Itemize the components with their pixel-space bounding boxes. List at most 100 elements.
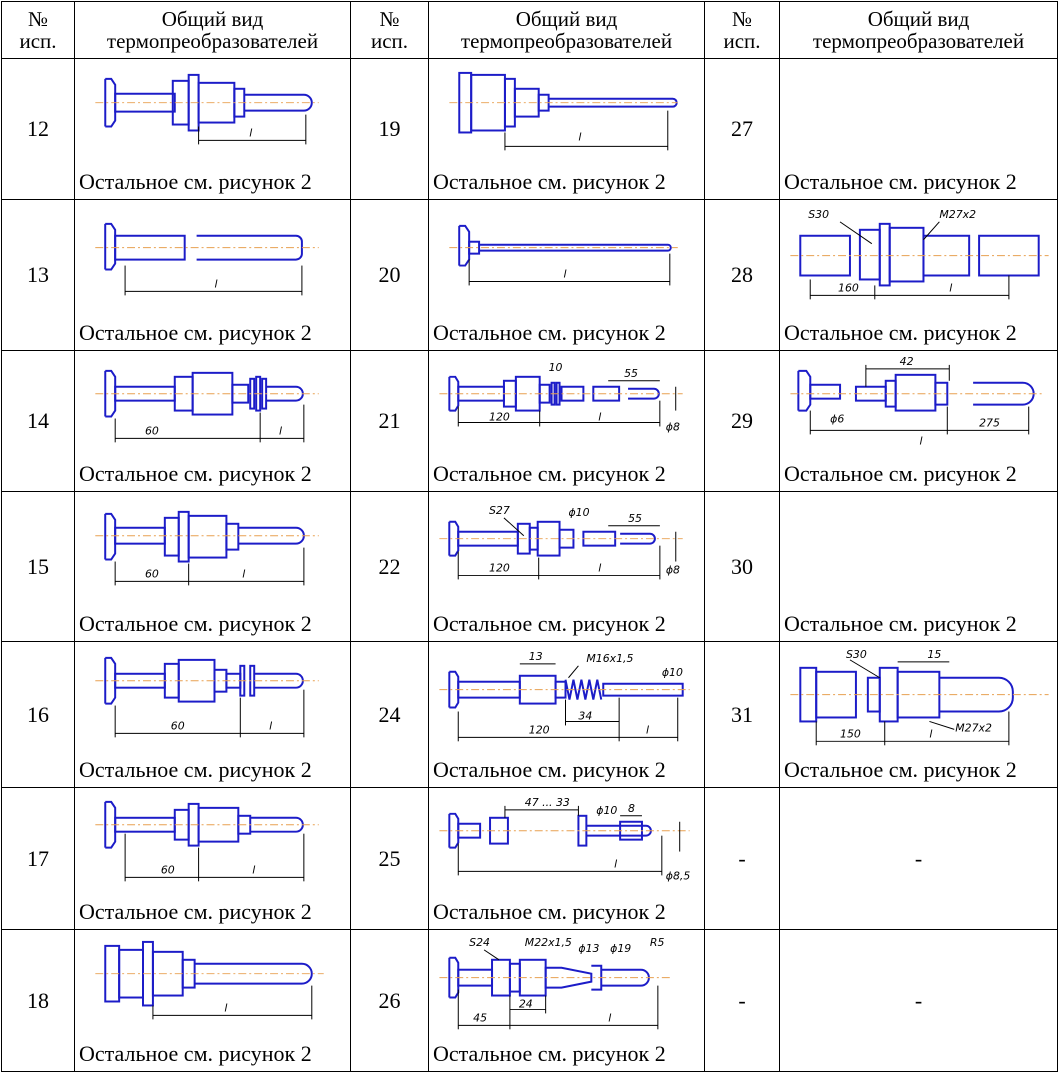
version-number: 18	[1, 929, 75, 1072]
version-number: -	[704, 787, 780, 930]
drawing-cell: 60 l Остальное см. рисунок 2	[74, 641, 351, 788]
sensor-drawing-13: l	[95, 222, 319, 296]
table-row: 14 60	[1, 350, 1058, 492]
caption: Остальное см. рисунок 2	[433, 611, 666, 636]
header-row: № исп. Общий вид термопреобразователей №…	[1, 1, 1058, 59]
version-number: 31	[704, 641, 780, 788]
caption: Остальное см. рисунок 2	[79, 320, 312, 345]
svg-text:ϕ10: ϕ10	[662, 666, 683, 679]
sensor-drawing-21: 120 l 10 55 ϕ8	[439, 361, 683, 433]
svg-text:l: l	[249, 126, 252, 139]
version-number: 19	[350, 58, 429, 200]
svg-text:10: 10	[549, 361, 563, 374]
sensor-drawing-17: 60 l	[95, 800, 319, 882]
svg-text:l: l	[242, 567, 245, 580]
drawing-cell: 13 M16x1,5 ϕ10 34 120 l Остальное см. ри…	[428, 641, 705, 788]
sensor-drawing-26: S24 M22x1,5 ϕ13 ϕ19 R5 24 45 l	[439, 936, 673, 1030]
svg-text:34: 34	[578, 709, 592, 722]
drawing-cell: l Остальное см. рисунок 2	[74, 199, 351, 351]
svg-text:l: l	[214, 277, 217, 290]
version-number: 20	[350, 199, 429, 351]
svg-text:160: 160	[838, 281, 859, 294]
drawing-cell: l Остальное см. рисунок 2	[428, 199, 705, 351]
caption: Остальное см. рисунок 2	[433, 320, 666, 345]
svg-text:l: l	[608, 1011, 611, 1024]
svg-text:l: l	[646, 723, 649, 736]
sensor-drawing-12: l	[95, 73, 319, 145]
svg-text:M16x1,5: M16x1,5	[586, 652, 633, 665]
svg-text:l: l	[269, 719, 272, 732]
table-row: 18 l Остальное см. рисунок 2 26	[1, 929, 1058, 1072]
svg-text:l: l	[614, 857, 617, 870]
caption: Остальное см. рисунок 2	[79, 899, 312, 924]
svg-text:150: 150	[840, 727, 861, 740]
caption: Остальное см. рисунок 2	[433, 169, 666, 194]
drawing-cell: S27 ϕ10 55 120 l ϕ8 Остальное см. рисуно…	[428, 491, 705, 642]
drawing-cell: 42 ϕ6 l 275 Остальное см. рисунок 2	[779, 350, 1058, 492]
view-header: Общий вид термопреобразователей	[428, 1, 705, 59]
drawing-cell: 60 l Остальное см. рисунок 2	[74, 787, 351, 930]
svg-text:l: l	[598, 561, 601, 574]
num-header: № исп.	[704, 1, 780, 59]
drawing-cell: S30 15 M27x2 150 l Остальное см. рисунок…	[779, 641, 1058, 788]
version-number: 27	[704, 58, 780, 200]
drawing-cell: l Остальное см. рисунок 2	[74, 58, 351, 200]
caption: Остальное см. рисунок 2	[79, 757, 312, 782]
sensor-drawing-14: 60 l	[95, 369, 319, 443]
version-number: 12	[1, 58, 75, 200]
svg-text:60: 60	[161, 863, 175, 876]
svg-text:120: 120	[489, 561, 510, 574]
view-header: Общий вид термопреобразователей	[74, 1, 351, 59]
sensor-drawing-18: l	[95, 940, 324, 1020]
svg-text:45: 45	[473, 1011, 487, 1024]
svg-text:l: l	[598, 411, 601, 424]
caption: Остальное см. рисунок 2	[79, 1041, 312, 1066]
svg-text:ϕ6: ϕ6	[830, 412, 844, 425]
svg-text:ϕ10: ϕ10	[596, 804, 617, 817]
table-row: 16 60	[1, 641, 1058, 788]
svg-text:R5: R5	[650, 936, 665, 949]
sensor-drawing-25: 47 ... 33 ϕ10 8 l ϕ8,5	[439, 796, 690, 882]
caption: Остальное см. рисунок 2	[784, 169, 1017, 194]
version-number: 16	[1, 641, 75, 788]
svg-text:l: l	[252, 863, 255, 876]
svg-text:l: l	[578, 130, 581, 143]
version-number: 29	[704, 350, 780, 492]
drawing-cell: 120 l 10 55 ϕ8 Остальное см. рисунок 2	[428, 350, 705, 492]
version-number: 21	[350, 350, 429, 492]
empty-cell: -	[779, 787, 1058, 930]
caption: Остальное см. рисунок 2	[784, 461, 1017, 486]
empty-cell: -	[779, 929, 1058, 1072]
svg-text:l: l	[949, 281, 952, 294]
svg-text:24: 24	[519, 997, 533, 1010]
sensor-drawing-16: 60 l	[95, 656, 319, 738]
drawing-cell: 60 l Остальное см. рисунок 2	[74, 350, 351, 492]
svg-text:ϕ10: ϕ10	[568, 506, 589, 519]
svg-text:M27x2: M27x2	[955, 721, 992, 734]
svg-text:S30: S30	[808, 208, 829, 221]
svg-text:120: 120	[489, 411, 510, 424]
sensor-drawing-19: l	[449, 71, 678, 151]
caption: Остальное см. рисунок 2	[433, 461, 666, 486]
table-row: 13 l Остальное см. рисунок 2 20	[1, 199, 1058, 351]
drawing-cell: l Остальное см. рисунок 2	[428, 58, 705, 200]
drawing-cell: Остальное см. рисунок 2	[779, 58, 1058, 200]
num-header: № исп.	[1, 1, 75, 59]
view-header: Общий вид термопреобразователей	[779, 1, 1058, 59]
svg-text:S27: S27	[489, 504, 510, 517]
version-number: 14	[1, 350, 75, 492]
caption: Остальное см. рисунок 2	[433, 757, 666, 782]
svg-text:60: 60	[145, 424, 159, 437]
version-number: 30	[704, 491, 780, 642]
svg-text:ϕ8: ϕ8	[666, 563, 680, 576]
svg-text:60: 60	[171, 719, 185, 732]
caption: Остальное см. рисунок 2	[79, 461, 312, 486]
sensor-drawing-20: l	[449, 224, 678, 286]
svg-text:l: l	[929, 727, 932, 740]
drawing-cell: 47 ... 33 ϕ10 8 l ϕ8,5 Остальное см. рис…	[428, 787, 705, 930]
caption: Остальное см. рисунок 2	[433, 899, 666, 924]
num-header: № исп.	[350, 1, 429, 59]
version-number: -	[704, 929, 780, 1072]
version-number: 22	[350, 491, 429, 642]
